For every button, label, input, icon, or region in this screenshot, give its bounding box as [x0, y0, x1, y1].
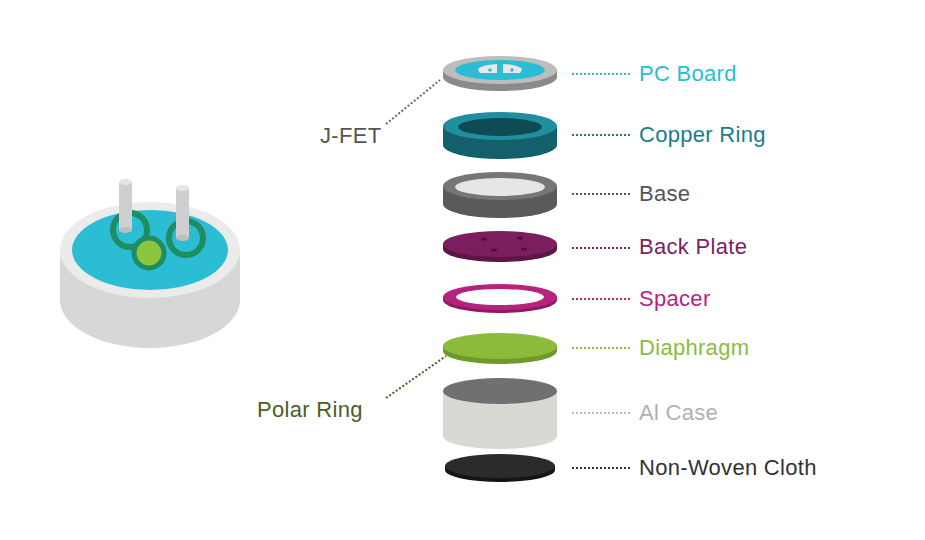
leader-lines-shape	[386, 356, 446, 398]
leader-lines-shape	[386, 80, 440, 124]
leader-lines-shape	[572, 467, 632, 469]
part-label: Copper Ring	[639, 122, 766, 148]
part-label: Polar Ring	[257, 397, 363, 423]
spacer-ring-shape	[456, 289, 544, 305]
part-label: Al Case	[639, 400, 718, 426]
part-label: Spacer	[639, 286, 711, 312]
assembled-microphone-shape	[119, 227, 132, 233]
back-plate-shape	[481, 237, 487, 240]
non-woven-cloth	[445, 454, 555, 482]
leader-lines	[386, 74, 632, 468]
assembled-microphone	[60, 179, 240, 348]
leader-lines-shape	[572, 134, 632, 136]
leader-lines-shape	[572, 247, 632, 249]
assembled-microphone-shape	[176, 185, 189, 191]
leader-lines-shape	[572, 298, 632, 300]
pc-board-shape	[488, 68, 492, 72]
base-ring-shape	[455, 178, 545, 196]
back-plate	[443, 231, 557, 262]
part-label: PC Board	[639, 61, 737, 87]
assembled-microphone-shape	[119, 179, 132, 185]
assembled-microphone-shape	[176, 235, 189, 241]
pc-board-shape	[455, 60, 545, 80]
diaphragm-disc-shape	[443, 333, 557, 359]
assembled-microphone-shape	[119, 182, 132, 230]
copper-ring-shape	[443, 112, 557, 140]
part-label: Non-Woven Cloth	[639, 455, 817, 481]
leader-lines-shape	[572, 347, 632, 349]
base-ring-shape	[443, 172, 557, 200]
diaphragm-disc	[443, 333, 557, 364]
aluminium-case-shape	[443, 378, 557, 404]
part-label: Base	[639, 181, 690, 207]
pc-board-shape	[503, 64, 522, 73]
assembled-microphone-shape	[72, 210, 228, 290]
spacer-ring-shape	[443, 284, 557, 310]
back-plate-shape	[491, 248, 497, 251]
pc-board	[443, 56, 557, 91]
assembled-microphone-shape	[134, 238, 164, 268]
copper-ring	[443, 112, 557, 159]
pc-board-shape	[510, 68, 514, 72]
base-ring	[443, 172, 557, 218]
pc-board-shape	[478, 64, 497, 73]
part-label: Back Plate	[639, 234, 747, 260]
aluminium-case	[443, 378, 557, 449]
assembled-microphone-shape	[176, 188, 189, 238]
assembled-microphone-shape	[60, 202, 240, 298]
part-label: Diaphragm	[639, 335, 749, 361]
part-label: J-FET	[320, 123, 381, 149]
back-plate-shape	[521, 247, 527, 250]
leader-lines-shape	[572, 412, 632, 414]
leader-lines-shape	[572, 193, 632, 195]
back-plate-shape	[443, 231, 557, 257]
copper-ring-shape	[458, 118, 542, 136]
pc-board-shape	[443, 56, 557, 84]
non-woven-cloth-shape	[445, 454, 555, 478]
leader-lines-shape	[572, 73, 632, 75]
spacer-ring	[443, 284, 557, 313]
back-plate-shape	[517, 236, 523, 239]
